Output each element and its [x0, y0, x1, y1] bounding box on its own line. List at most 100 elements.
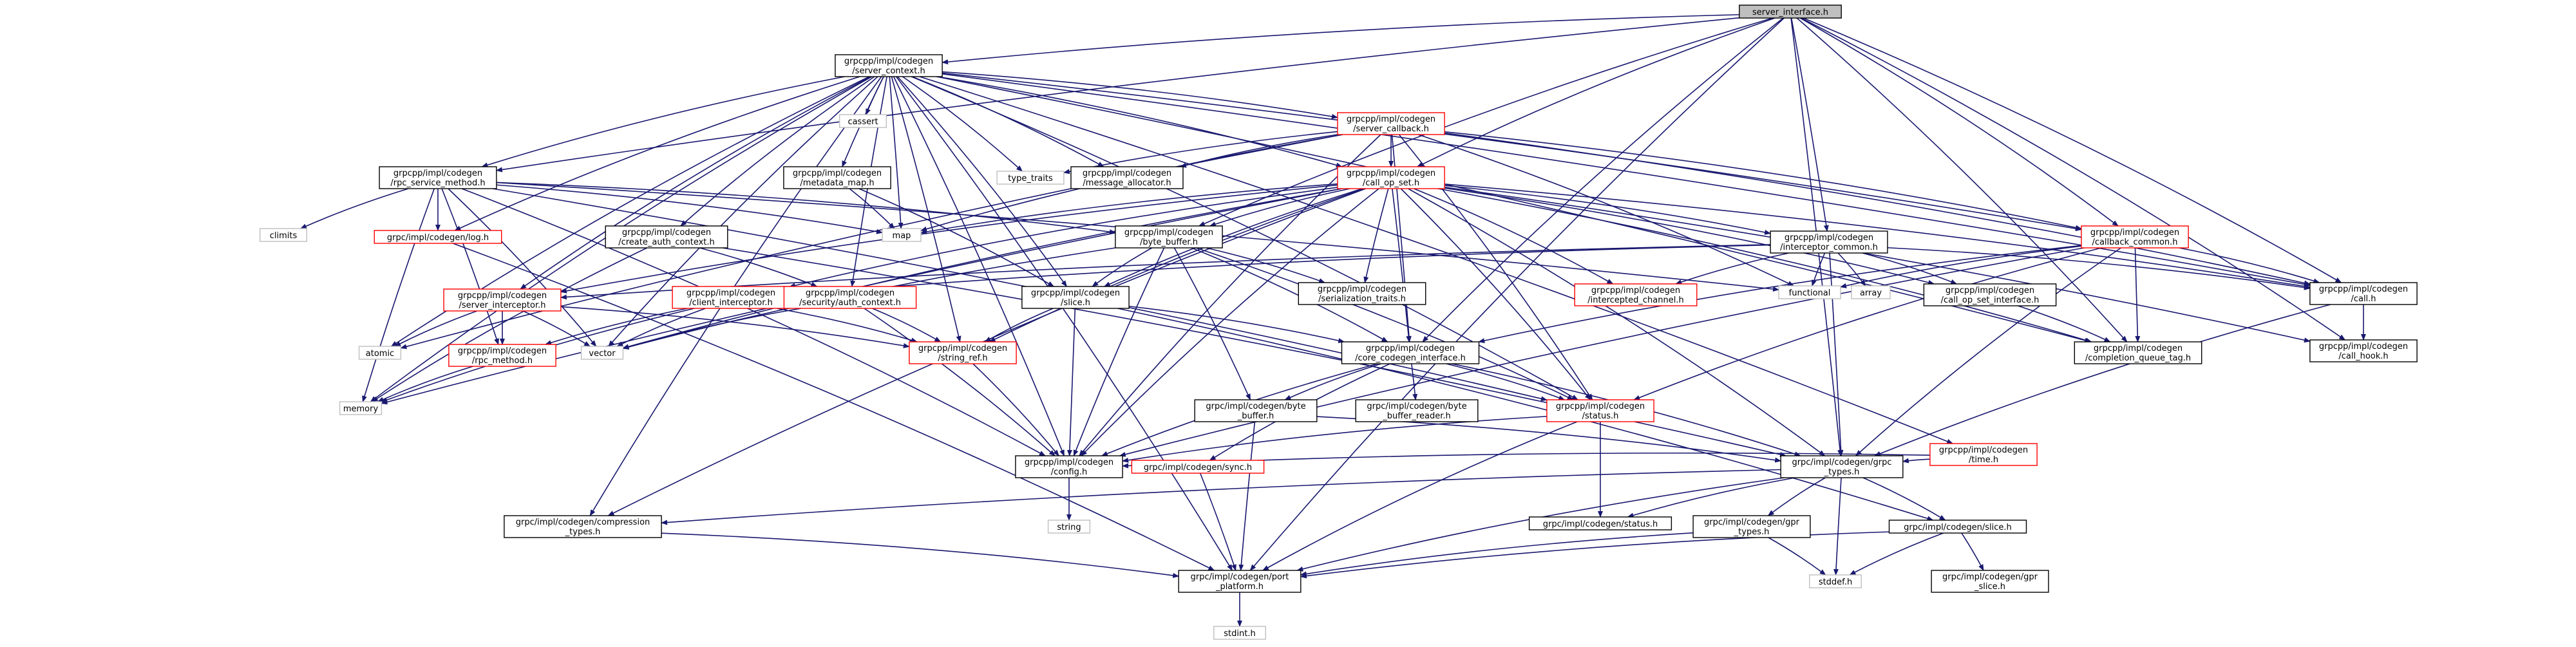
edge-grpc-slice-to-gpr-slice	[1961, 532, 1984, 571]
edge-server-context-to-config	[893, 76, 1065, 456]
node-call[interactable]: grpcpp/impl/codegen/call.h	[2309, 282, 2418, 305]
edge-server-context-to-status-cpp	[911, 76, 1578, 400]
node-label-line: climits	[270, 231, 298, 241]
node-metadata-map[interactable]: grpcpp/impl/codegen/metadata_map.h	[783, 166, 891, 189]
edge-server-context-to-map	[889, 76, 904, 229]
node-box	[374, 230, 502, 244]
node-label-line: grpcpp/impl/codegen	[844, 57, 933, 66]
edge-time-h-to-grpc-types	[1902, 458, 1930, 464]
edge-call-op-set-to-string-ref	[989, 188, 1365, 342]
node-grpc-byte-buffer-reader[interactable]: grpc/impl/codegen/byte_buffer_reader.h	[1355, 399, 1479, 422]
edge-call-op-set-interface-to-completion-queue-tag	[2018, 305, 2111, 342]
node-call-hook[interactable]: grpcpp/impl/codegen/call_hook.h	[2309, 339, 2418, 362]
node-box	[260, 228, 308, 242]
node-server-interface[interactable]: server_interface.h	[1739, 5, 1842, 19]
node-config[interactable]: grpcpp/impl/codegen/config.h	[1015, 455, 1123, 478]
node-label-line: grpcpp/impl/codegen	[793, 169, 882, 178]
node-box	[996, 171, 1065, 185]
node-cassert: cassert	[838, 114, 887, 128]
node-completion-queue-tag[interactable]: grpcpp/impl/codegen/completion_queue_tag…	[2074, 341, 2202, 364]
node-gpr-types[interactable]: grpc/impl/codegen/gpr_types.h	[1692, 515, 1811, 538]
node-client-interceptor[interactable]: grpcpp/impl/codegen/client_interceptor.h	[672, 286, 790, 309]
node-string-ref[interactable]: grpcpp/impl/codegen/string_ref.h	[909, 341, 1017, 364]
edge-rpc-service-method-to-vector	[448, 188, 597, 347]
node-server-callback[interactable]: grpcpp/impl/codegen/server_callback.h	[1337, 112, 1445, 135]
node-atomic: atomic	[358, 346, 402, 360]
edge-sync-to-port-platform	[1199, 473, 1236, 571]
node-label-line: map	[893, 231, 911, 241]
node-status-cpp[interactable]: grpcpp/impl/codegen/status.h	[1546, 399, 1654, 422]
edge-interceptor-common-to-call	[1887, 247, 2311, 290]
node-log[interactable]: grpc/impl/codegen/log.h	[374, 230, 502, 244]
node-byte-buffer[interactable]: grpcpp/impl/codegen/byte_buffer.h	[1115, 225, 1223, 248]
node-box	[1851, 285, 1891, 299]
node-box	[1888, 520, 2027, 534]
node-label-line: grpcpp/impl/codegen	[1366, 344, 1455, 353]
node-sync[interactable]: grpc/impl/codegen/sync.h	[1131, 460, 1265, 474]
edge-server-interface-to-call-hook	[1801, 17, 2346, 341]
node-box	[2081, 225, 2189, 248]
node-grpc-status[interactable]: grpc/impl/codegen/status.h	[1528, 516, 1672, 530]
node-rpc-service-method[interactable]: grpcpp/impl/codegen/rpc_service_method.h	[379, 166, 497, 189]
node-time-h[interactable]: grpcpp/impl/codegen/time.h	[1929, 443, 2038, 466]
node-label-line: grpc/impl/codegen/byte	[1206, 402, 1305, 411]
edge-client-interceptor-to-rpc-method	[545, 308, 688, 346]
node-message-allocator[interactable]: grpcpp/impl/codegen/message_allocator.h	[1070, 166, 1184, 189]
edge-server-interceptor-to-string-ref	[560, 306, 910, 348]
node-create-auth-context[interactable]: grpcpp/impl/codegen/create_auth_context.…	[605, 225, 728, 248]
edge-create-auth-context-to-security-auth-context	[699, 247, 818, 287]
edge-server-interceptor-to-vector	[522, 310, 591, 347]
node-serialization-traits[interactable]: grpcpp/impl/codegen/serialization_traits…	[1298, 282, 1426, 305]
node-stdint: stdint.h	[1213, 626, 1266, 640]
node-security-auth-context[interactable]: grpcpp/impl/codegen/security/auth_contex…	[783, 286, 917, 309]
edge-metadata-map-to-slice-h	[858, 188, 1055, 287]
node-interceptor-common[interactable]: grpcpp/impl/codegen/interceptor_common.h	[1770, 230, 1888, 254]
node-server-interceptor[interactable]: grpcpp/impl/codegen/server_interceptor.h	[443, 288, 562, 312]
node-server-context[interactable]: grpcpp/impl/codegen/server_context.h	[835, 54, 943, 77]
node-gpr-slice[interactable]: grpc/impl/codegen/gpr_slice.h	[1931, 570, 2049, 593]
node-box	[1780, 455, 1904, 478]
edge-call-op-set-to-serialization-traits	[1363, 188, 1389, 283]
node-box	[783, 286, 917, 309]
edge-slice-h-to-config	[1066, 308, 1076, 456]
edge-core-codegen-interface-to-status-cpp	[1446, 363, 1566, 400]
node-label-line: grpcpp/impl/codegen	[1031, 288, 1120, 298]
node-port-platform[interactable]: grpc/impl/codegen/port_platform.h	[1178, 570, 1302, 593]
node-label-line: grpcpp/impl/codegen	[1083, 169, 1171, 178]
node-label-line: grpcpp/impl/codegen	[1556, 402, 1645, 411]
node-label-line: grpcpp/impl/codegen	[2319, 342, 2408, 352]
node-box	[1355, 399, 1479, 422]
node-box	[1337, 166, 1445, 189]
node-rpc-method[interactable]: grpcpp/impl/codegen/rpc_method.h	[448, 344, 556, 367]
node-call-op-set[interactable]: grpcpp/impl/codegen/call_op_set.h	[1337, 166, 1445, 189]
node-grpc-slice[interactable]: grpc/impl/codegen/slice.h	[1888, 520, 2027, 534]
node-label-line: grpc/impl/codegen/status.h	[1543, 520, 1658, 529]
node-grpc-byte-buffer[interactable]: grpc/impl/codegen/byte_buffer.h	[1194, 399, 1318, 422]
edge-interceptor-common-to-call-op-set-interface	[1862, 252, 1958, 285]
edge-server-context-to-port-platform	[895, 76, 1233, 571]
node-box	[2309, 282, 2418, 305]
node-label-line: /message_allocator.h	[1083, 178, 1171, 188]
node-core-codegen-interface[interactable]: grpcpp/impl/codegen/core_codegen_interfa…	[1341, 341, 1480, 364]
node-slice-h[interactable]: grpcpp/impl/codegen/slice.h	[1021, 286, 1130, 309]
node-label-line: grpcpp/impl/codegen	[622, 228, 711, 238]
node-compression-types[interactable]: grpc/impl/codegen/compression_types.h	[504, 515, 662, 538]
edge-create-auth-context-to-memory	[372, 247, 647, 402]
header-nodes: server_interface.h grpcpp/impl/codegen/se…	[260, 5, 2418, 640]
node-callback-common[interactable]: grpcpp/impl/codegen/callback_common.h	[2081, 225, 2189, 248]
node-label-line: grpcpp/impl/codegen	[687, 288, 775, 298]
node-intercepted-channel[interactable]: grpcpp/impl/codegen/intercepted_channel.…	[1574, 283, 1698, 306]
edge-call-op-set-to-core-codegen-interface	[1392, 188, 1412, 342]
edge-grpc-slice-to-port-platform	[1300, 531, 1889, 579]
edge-server-context-to-call	[942, 73, 2311, 287]
edge-callback-common-to-call	[2179, 247, 2320, 284]
node-label-line: /metadata_map.h	[800, 178, 874, 188]
node-label-line: grpcpp/impl/codegen	[1946, 286, 2034, 295]
node-label-line: memory	[343, 404, 379, 414]
node-grpc-types[interactable]: grpc/impl/codegen/grpc_types.h	[1780, 455, 1904, 478]
edge-rpc-service-method-to-rpc-method	[441, 188, 499, 345]
node-label-line: grpcpp/impl/codegen	[458, 291, 547, 301]
node-call-op-set-interface[interactable]: grpcpp/impl/codegen/call_op_set_interfac…	[1923, 283, 2057, 306]
edge-call-op-set-to-slice-h	[1103, 188, 1363, 287]
edge-interceptor-common-to-client-interceptor	[788, 244, 1771, 297]
